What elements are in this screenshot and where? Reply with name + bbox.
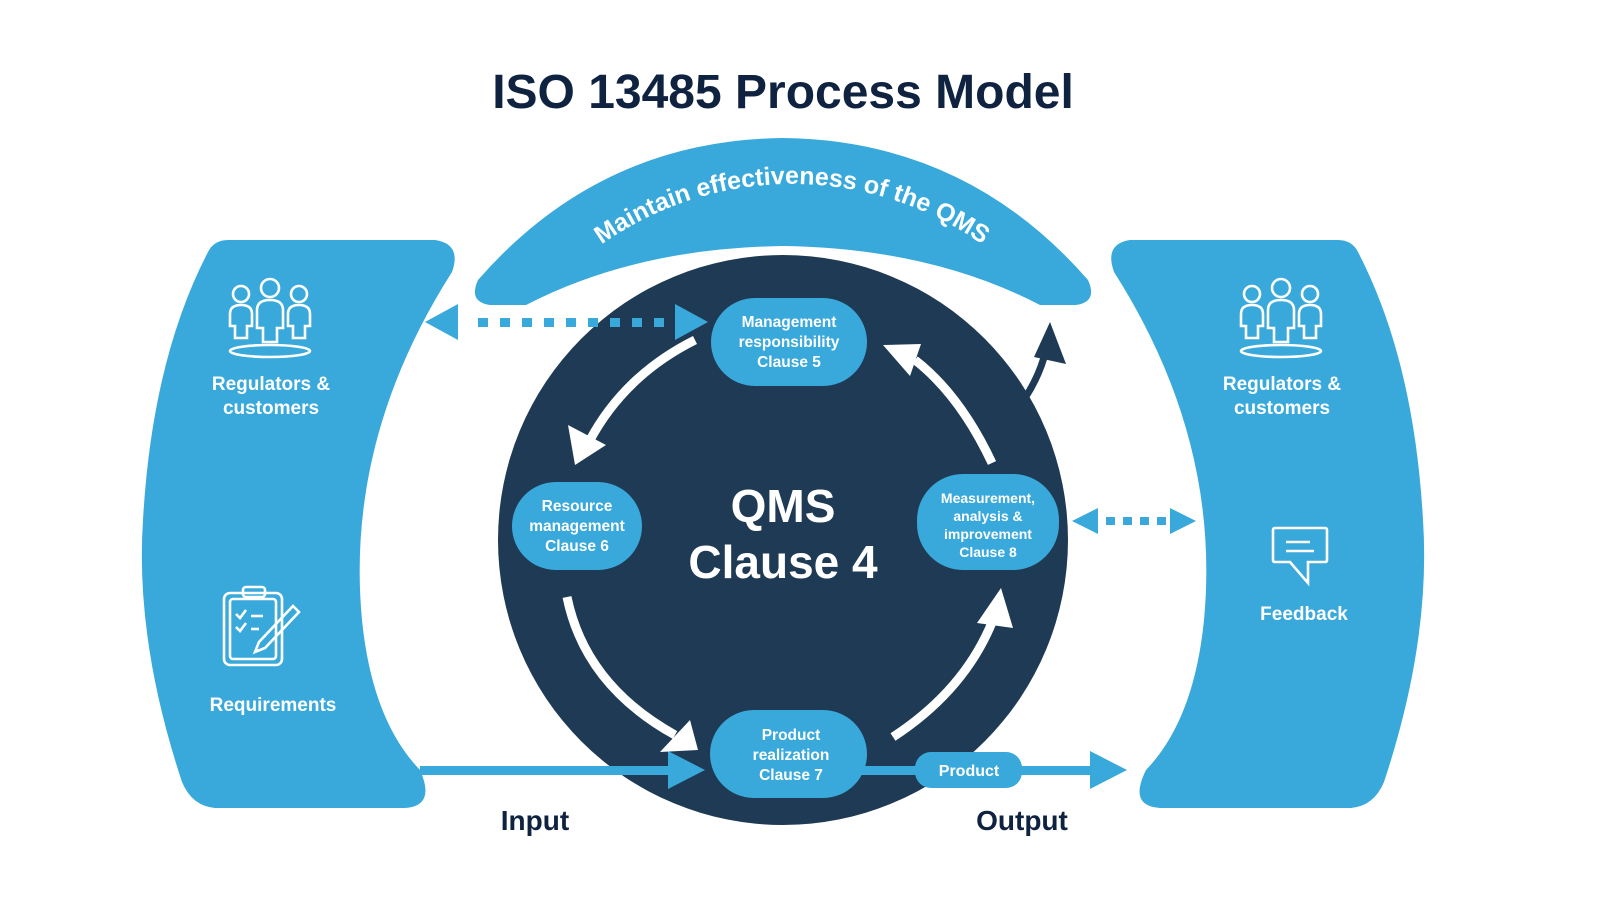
page-title: ISO 13485 Process Model	[492, 66, 1074, 119]
output-label: Output	[976, 805, 1068, 836]
svg-text:Resource: Resource	[542, 498, 613, 515]
svg-text:realization: realization	[753, 747, 830, 764]
product-tag: Product	[915, 752, 1022, 788]
chat-bubble-icon	[1271, 526, 1329, 587]
node-resource-management[interactable]: Resource management Clause 6	[512, 482, 642, 570]
node-management-responsibility[interactable]: Management responsibility Clause 5	[711, 298, 867, 386]
dotted-arrow-right	[1072, 508, 1196, 534]
feedback-label: Feedback	[1260, 604, 1348, 625]
svg-text:Measurement,: Measurement,	[941, 490, 1035, 506]
svg-text:management: management	[529, 518, 625, 535]
top-arc-band	[474, 138, 1092, 305]
input-arrow	[420, 751, 705, 789]
node-measurement-analysis[interactable]: Measurement, analysis & improvement Clau…	[917, 474, 1059, 570]
improvement-arrow	[1022, 322, 1066, 400]
svg-text:analysis &: analysis &	[953, 508, 1022, 524]
input-label: Input	[501, 805, 569, 836]
node-product-realization[interactable]: Product realization Clause 7	[710, 710, 867, 798]
dotted-arrow-top	[425, 304, 708, 340]
center-label-qms: QMS	[731, 480, 836, 532]
cycle-arrow-8-to-5	[883, 344, 997, 465]
cycle-arrow-5-to-6	[568, 335, 698, 465]
svg-text:improvement: improvement	[944, 526, 1032, 542]
right-group-label-line2: customers	[1234, 398, 1330, 419]
cycle-arrow-7-to-8	[890, 588, 1013, 741]
svg-text:Management: Management	[742, 314, 837, 331]
svg-text:responsibility: responsibility	[739, 334, 840, 351]
people-group-icon-right	[1239, 277, 1323, 359]
qms-circle	[498, 255, 1068, 825]
right-group-label-line1: Regulators &	[1223, 374, 1342, 395]
cycle-arrow-6-to-7	[562, 596, 698, 752]
center-label-clause: Clause 4	[688, 536, 878, 588]
right-panel	[1111, 240, 1425, 808]
people-group-icon	[228, 277, 312, 359]
left-group-label-line2: customers	[223, 398, 319, 419]
svg-text:Product: Product	[762, 727, 821, 744]
clipboard-checklist-icon	[222, 585, 301, 667]
left-panel	[141, 240, 455, 808]
requirements-label: Requirements	[210, 695, 337, 716]
svg-text:Clause 5: Clause 5	[757, 354, 821, 371]
svg-text:Clause 7: Clause 7	[759, 767, 823, 784]
svg-text:Clause 8: Clause 8	[959, 544, 1017, 560]
svg-text:Product: Product	[939, 763, 1000, 780]
left-group-label-line1: Regulators &	[212, 374, 331, 395]
svg-text:Clause 6: Clause 6	[545, 538, 609, 555]
